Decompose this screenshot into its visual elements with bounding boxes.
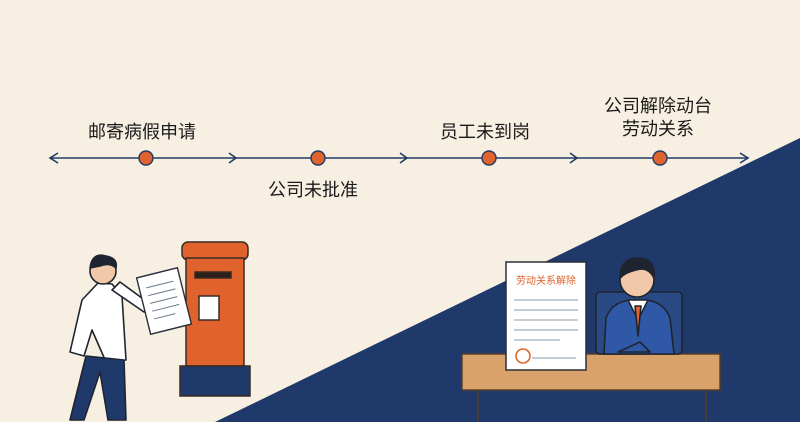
timeline	[48, 152, 750, 164]
termination-document	[505, 261, 587, 371]
timeline-node-2	[310, 150, 326, 166]
step-label-employee-absent: 员工未到岗	[440, 122, 530, 143]
letter-icon	[135, 266, 193, 336]
step-label-company-termination: 公司解除动台 劳动关系	[604, 96, 712, 141]
timeline-node-1	[138, 150, 154, 166]
mailbox-icon	[179, 241, 251, 397]
timeline-node-3	[481, 150, 497, 166]
manager-icon	[595, 257, 683, 355]
desk	[461, 353, 721, 422]
document-title: 劳动关系解除	[516, 276, 576, 287]
seal-icon	[515, 348, 531, 364]
step-label-mail-sick-leave: 邮寄病假申请	[88, 122, 196, 143]
step-label-line-2: 劳动关系	[622, 118, 694, 140]
timeline-node-4	[652, 150, 668, 166]
step-label-company-not-approved: 公司未批准	[268, 180, 358, 201]
step-label-line-1: 公司解除动台	[604, 96, 712, 117]
